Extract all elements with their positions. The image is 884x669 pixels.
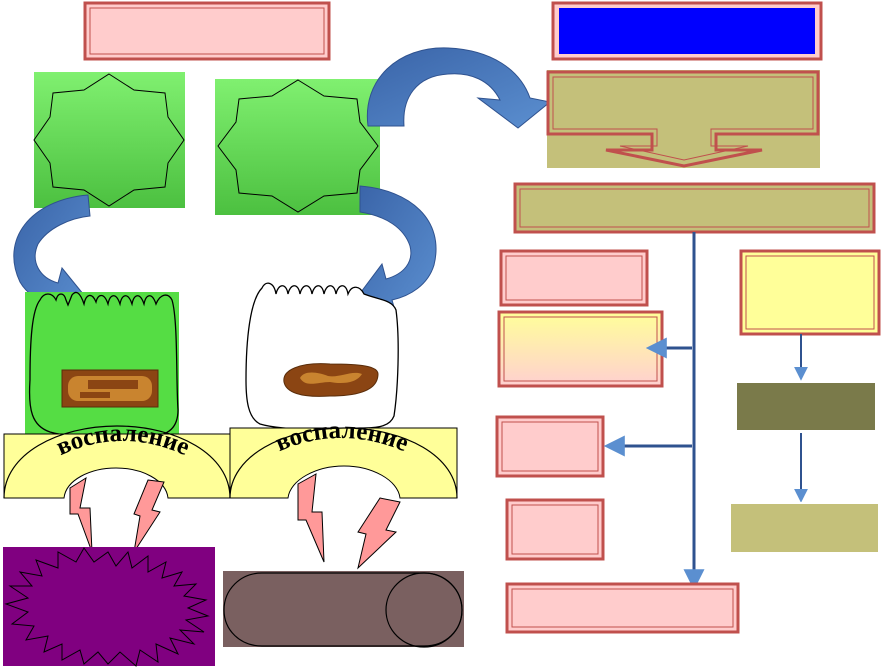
pink-box-2: [495, 415, 605, 478]
light-yellow-box: [739, 249, 881, 336]
star-right: [217, 79, 379, 213]
curved-arrow-right: [357, 185, 437, 315]
purple-starburst: [4, 547, 210, 667]
yellow-gradient-box: [497, 310, 664, 388]
purple-box: [3, 547, 215, 666]
pink-box-1: [499, 249, 649, 307]
dark-olive-box: [735, 381, 877, 432]
pink-box-3: [505, 498, 605, 561]
mauve-box: [223, 571, 464, 647]
pink-box-bottom: [505, 582, 740, 634]
olive-box-bottom-right: [729, 502, 880, 554]
top-left-pink-box: [83, 1, 331, 61]
cell-left-background: [25, 292, 179, 442]
green-square-left: [34, 72, 185, 208]
star-left: [33, 73, 185, 207]
lightning-bolt-4: [357, 497, 401, 570]
olive-arrow-box: [547, 70, 820, 168]
lightning-bolt-3: [297, 473, 325, 563]
lightning-bolt-1: [69, 476, 93, 553]
lightning-bolt-2: [133, 479, 165, 553]
arc-banner-left: [3, 433, 231, 499]
cell-right-outline: [245, 282, 399, 430]
wide-olive-box: [513, 182, 876, 234]
green-square-right: [215, 79, 380, 215]
curved-arrow-top: [366, 47, 552, 129]
arc-banner-right: [229, 427, 458, 499]
